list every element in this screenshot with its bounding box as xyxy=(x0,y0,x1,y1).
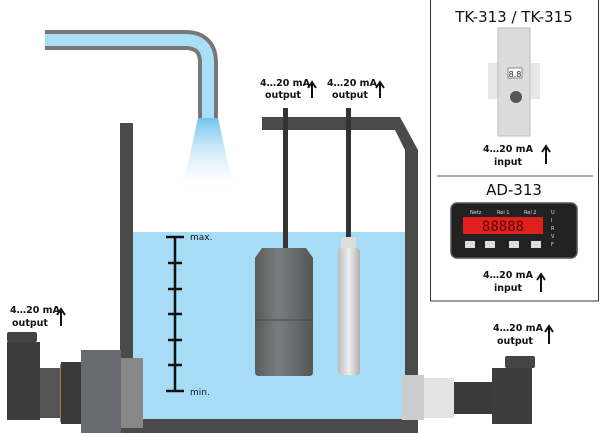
left-sensor-signal: output xyxy=(12,318,48,329)
button-up xyxy=(509,241,519,248)
button-enter xyxy=(531,241,541,248)
tk-signal: input xyxy=(494,157,523,168)
side-led-f: F xyxy=(551,242,554,248)
right-sensor-range: 4…20 mA xyxy=(493,323,544,334)
side-led-v: V xyxy=(551,234,555,240)
float-sensor-signal: output xyxy=(265,90,301,101)
ad-display: 88888 xyxy=(482,219,524,235)
inlet-pipe xyxy=(45,30,235,195)
arrow-up-icon xyxy=(541,144,551,164)
left-pressure-sensor xyxy=(7,332,143,433)
led-rel1: Rel 1 xyxy=(497,210,510,216)
right-pressure-sensor xyxy=(402,356,535,424)
probe-sensor-signal: output xyxy=(332,90,368,101)
scale-min-label: min. xyxy=(190,388,210,398)
button-escape xyxy=(465,241,475,248)
arrow-up-icon xyxy=(307,80,317,98)
side-led-i: I xyxy=(551,218,552,224)
scale-max-label: max. xyxy=(190,233,212,243)
tk-display: 8.8 xyxy=(509,70,522,79)
ad-signal: input xyxy=(494,283,523,294)
hydrostatic-float-sensor xyxy=(255,108,313,376)
ad-device-title: AD-313 xyxy=(486,181,542,199)
led-rel2: Rel 2 xyxy=(524,210,537,216)
float-sensor-range: 4…20 mA xyxy=(260,78,311,89)
water-spray xyxy=(181,118,235,195)
left-sensor-range: 4…20 mA xyxy=(10,305,61,316)
probe-sensor-range: 4…20 mA xyxy=(327,78,378,89)
tk-range: 4…20 mA xyxy=(483,144,534,155)
arrow-up-icon xyxy=(536,272,546,292)
probe-sensor xyxy=(338,108,360,375)
side-led-r: R xyxy=(551,226,555,232)
tank xyxy=(120,117,418,433)
right-sensor-signal: output xyxy=(497,336,533,347)
level-scale xyxy=(166,235,184,393)
side-led-u: U xyxy=(551,210,555,216)
tk-device-module: 8.8 xyxy=(488,27,540,137)
device-panel: TK-313 / TK-315 8.8 4…20 mA input AD-313… xyxy=(430,0,599,302)
button-down xyxy=(485,241,495,248)
ad-range: 4…20 mA xyxy=(483,270,534,281)
tk-device-title: TK-313 / TK-315 xyxy=(454,8,573,26)
arrow-up-icon xyxy=(544,324,554,344)
arrow-up-icon xyxy=(375,80,385,98)
led-netz: Netz xyxy=(470,210,482,216)
arrow-up-icon xyxy=(56,307,66,326)
ad-device-display-unit: Netz Rel 1 Rel 2 88888 U I R V F xyxy=(450,202,578,259)
